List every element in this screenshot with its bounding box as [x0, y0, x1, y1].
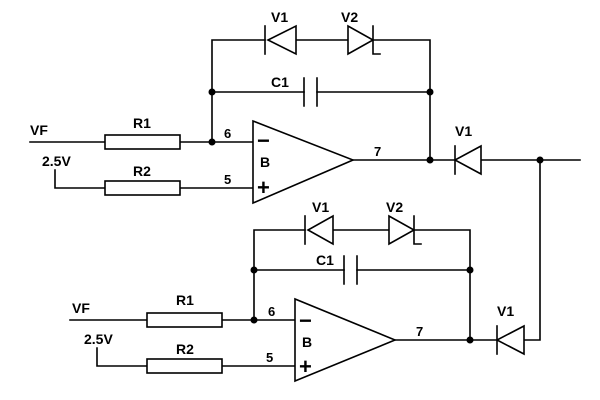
bottom-circuit: VF 2.5V R1 R2 C1 V1 V2 V1 6 5 7 B − +: [69, 199, 525, 383]
bottom-feedback-right-wire: [413, 229, 471, 341]
bottom-opamp: [294, 297, 398, 383]
bottom-r1-resistor: [146, 312, 223, 328]
top-v2-diode: [347, 24, 381, 56]
top-feedback-right-wire: [372, 39, 431, 161]
bottom-feedback-left-wire: [253, 229, 306, 321]
top-r2-resistor: [104, 180, 181, 196]
bottom-v1-label: V1: [312, 199, 329, 215]
bottom-r2-label: R2: [176, 341, 194, 357]
top-output-v1-label: V1: [455, 123, 472, 139]
top-pin-7-label: 7: [374, 144, 381, 159]
top-opamp: [252, 119, 356, 205]
bottom-v2-label: V2: [386, 199, 403, 215]
top-minus-sign: −: [257, 128, 270, 153]
bottom-opamp-label: B: [302, 334, 312, 350]
bottom-c1-label: C1: [316, 252, 334, 268]
bus-vertical-wire: [523, 159, 541, 341]
top-opamp-label: B: [260, 154, 270, 170]
top-junction-cap-left: [208, 88, 216, 96]
bottom-r2-resistor: [146, 358, 223, 374]
top-r2-label: R2: [133, 163, 151, 179]
top-c1-capacitor: [303, 77, 318, 107]
top-v1-label: V1: [271, 9, 288, 25]
bottom-input-label: VF: [72, 300, 90, 316]
bottom-ref-wire: [96, 347, 148, 367]
top-pin-6-label: 6: [224, 126, 231, 141]
top-plus-sign: +: [257, 175, 270, 200]
top-r1-label: R1: [133, 115, 151, 131]
bottom-junction-cap-right: [466, 266, 474, 274]
bottom-output-v1-diode: [495, 324, 525, 356]
bottom-v2-diode: [388, 214, 422, 246]
top-pin-5-label: 5: [224, 172, 231, 187]
bottom-ref-voltage-label: 2.5V: [84, 331, 113, 347]
top-junction-cap-right: [426, 88, 434, 96]
bottom-junction-cap-left: [250, 266, 258, 274]
top-c1-label: C1: [271, 74, 289, 90]
top-junction-output: [426, 156, 434, 164]
top-ref-wire: [54, 169, 106, 189]
top-output-v1-diode: [453, 144, 482, 176]
top-feedback-left-wire: [211, 39, 266, 143]
top-v1-diode: [264, 24, 297, 56]
bottom-plus-sign: +: [299, 354, 312, 379]
bottom-c1-capacitor: [343, 255, 358, 285]
top-circuit: VF 2.5V R1 R2 C1 V1 V2 V1 6 5 7 B − +: [29, 9, 581, 341]
bottom-minus-sign: −: [299, 308, 312, 333]
bottom-junction-input: [250, 316, 258, 324]
top-input-label: VF: [30, 122, 48, 138]
bottom-junction-output: [466, 336, 474, 344]
top-v2-label: V2: [341, 9, 358, 25]
top-ref-voltage-label: 2.5V: [42, 153, 71, 169]
bottom-pin-6-label: 6: [268, 304, 275, 319]
bottom-pin-5-label: 5: [266, 350, 273, 365]
bottom-r1-label: R1: [176, 292, 194, 308]
bottom-v1-diode: [304, 214, 334, 246]
bottom-pin-7-label: 7: [416, 324, 423, 339]
bus-junction: [536, 156, 544, 164]
top-r1-resistor: [104, 134, 181, 150]
top-junction-input: [208, 138, 216, 146]
bottom-output-v1-label: V1: [497, 303, 514, 319]
